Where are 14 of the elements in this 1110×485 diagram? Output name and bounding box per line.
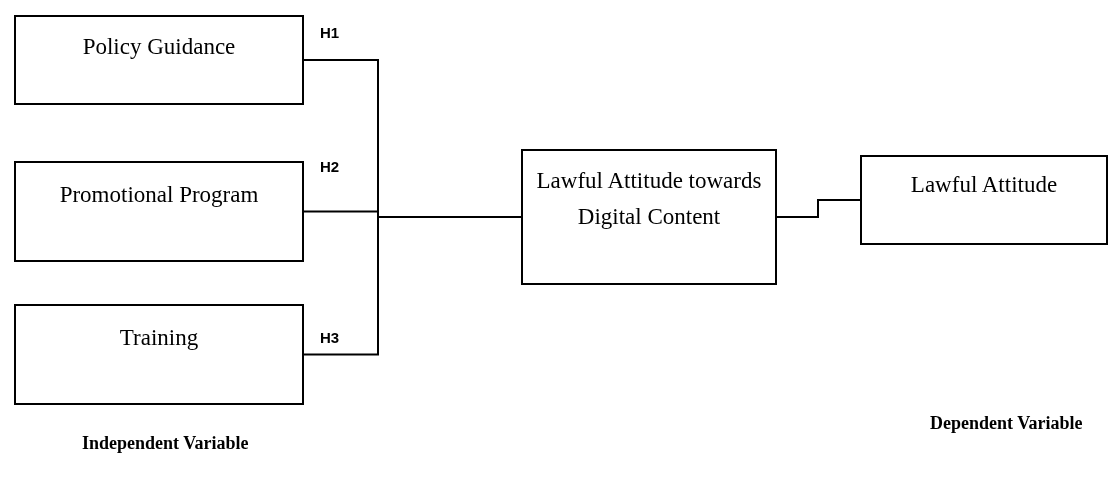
- variable-type-label: Independent Variable: [82, 432, 249, 455]
- box-label: Lawful Attitude: [910, 171, 1058, 199]
- connector-line: [303, 216, 522, 356]
- variable-box: [521, 149, 777, 285]
- box-label: Policy Guidance: [82, 33, 236, 61]
- variable-box: [14, 15, 304, 105]
- box-label: Lawful Attitude towards Digital Content: [535, 167, 763, 231]
- connector-line: [776, 199, 861, 218]
- box-label: Promotional Program: [59, 181, 259, 209]
- variable-box: [14, 304, 304, 405]
- box-label: Training: [119, 324, 199, 352]
- variable-box: [14, 161, 304, 262]
- variable-type-label: Dependent Variable: [930, 412, 1083, 435]
- variable-box: [860, 155, 1108, 245]
